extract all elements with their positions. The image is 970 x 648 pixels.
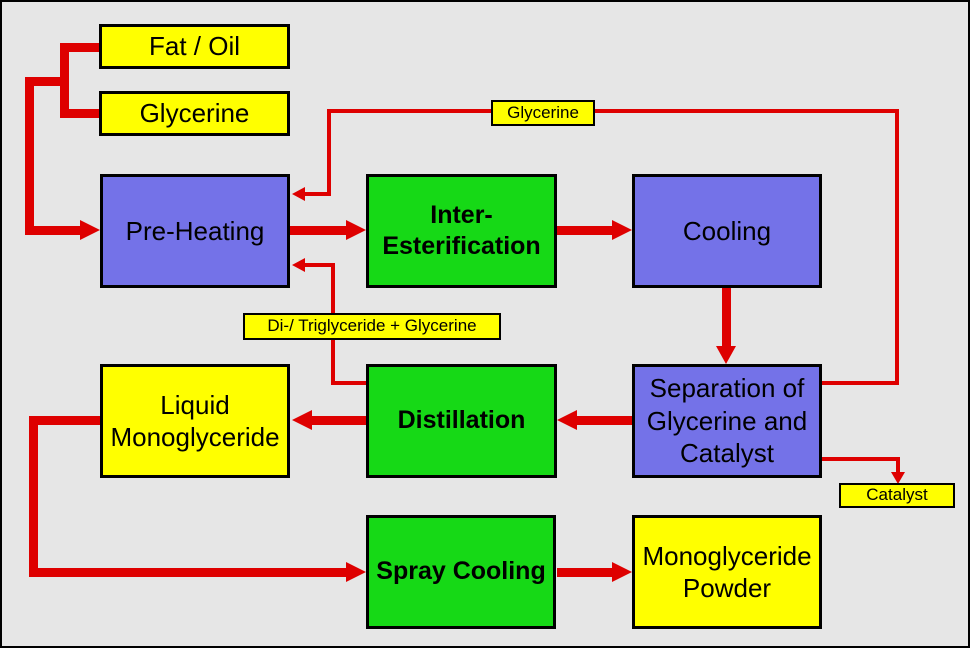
edge-distillation-to-liquid — [310, 416, 366, 425]
arrowhead-into-liquid-monoglyceride — [292, 410, 312, 430]
arrowhead-into-distillation — [557, 410, 577, 430]
edge-recycle-into-preheating — [302, 192, 331, 196]
arrowhead-into-spray-cooling — [346, 562, 366, 582]
edge-separation-to-distillation — [575, 416, 632, 425]
edge-feed-into-preheating — [25, 226, 81, 235]
arrowhead-into-cooling — [612, 220, 632, 240]
arrowhead-into-separation — [716, 346, 736, 364]
node-pre-heating: Pre-Heating — [100, 174, 290, 288]
arrowhead-into-powder — [612, 562, 632, 582]
edge-liquid-down-vertical — [29, 416, 38, 577]
edge-glycerine-recycle-top — [327, 109, 897, 113]
node-monoglyceride-powder: Monoglyceride Powder — [632, 515, 822, 629]
edge-separation-to-catalyst-v — [896, 457, 900, 474]
arrowhead-into-preheating — [80, 220, 100, 240]
node-spray-cooling: Spray Cooling — [366, 515, 556, 629]
edge-glycerine-recycle-left — [327, 109, 331, 194]
edge-liquid-exit-horizontal — [29, 416, 100, 425]
arrowhead-ditriglyceride-into-preheating — [292, 258, 305, 272]
label-glycerine-recycle: Glycerine — [491, 100, 595, 126]
arrowhead-into-catalyst — [891, 472, 905, 484]
edge-ditriglyceride-into-preheating — [302, 263, 333, 267]
edge-feed-left-vertical — [25, 77, 34, 235]
edge-feed-mid-horizontal — [25, 77, 69, 86]
edge-inter-to-cooling — [557, 226, 614, 235]
node-fat-oil: Fat / Oil — [99, 24, 290, 69]
edge-fat-oil-stub — [60, 43, 99, 52]
node-glycerine-feed: Glycerine — [99, 91, 290, 136]
edge-spray-to-powder — [557, 568, 614, 577]
edge-glycerine-stub — [60, 109, 99, 118]
edge-cooling-to-separation — [722, 287, 731, 346]
edge-distillation-out-left — [331, 381, 366, 385]
edge-separation-to-catalyst-h — [822, 457, 900, 461]
node-inter-esterification: Inter- Esterification — [366, 174, 557, 288]
edge-preheating-to-inter — [290, 226, 348, 235]
node-cooling: Cooling — [632, 174, 822, 288]
node-separation: Separation of Glycerine and Catalyst — [632, 364, 822, 478]
arrowhead-into-inter — [346, 220, 366, 240]
edge-separation-out-right — [822, 381, 899, 385]
edge-glycerine-recycle-right — [895, 109, 899, 385]
node-distillation: Distillation — [366, 364, 557, 478]
arrowhead-recycle-into-preheating — [292, 187, 305, 201]
label-di-triglyceride-glycerine: Di-/ Triglyceride + Glycerine — [243, 313, 501, 340]
label-catalyst: Catalyst — [839, 483, 955, 508]
edge-liquid-to-spray-cooling — [29, 568, 348, 577]
node-liquid-monoglyceride: Liquid Monoglyceride — [100, 364, 290, 478]
